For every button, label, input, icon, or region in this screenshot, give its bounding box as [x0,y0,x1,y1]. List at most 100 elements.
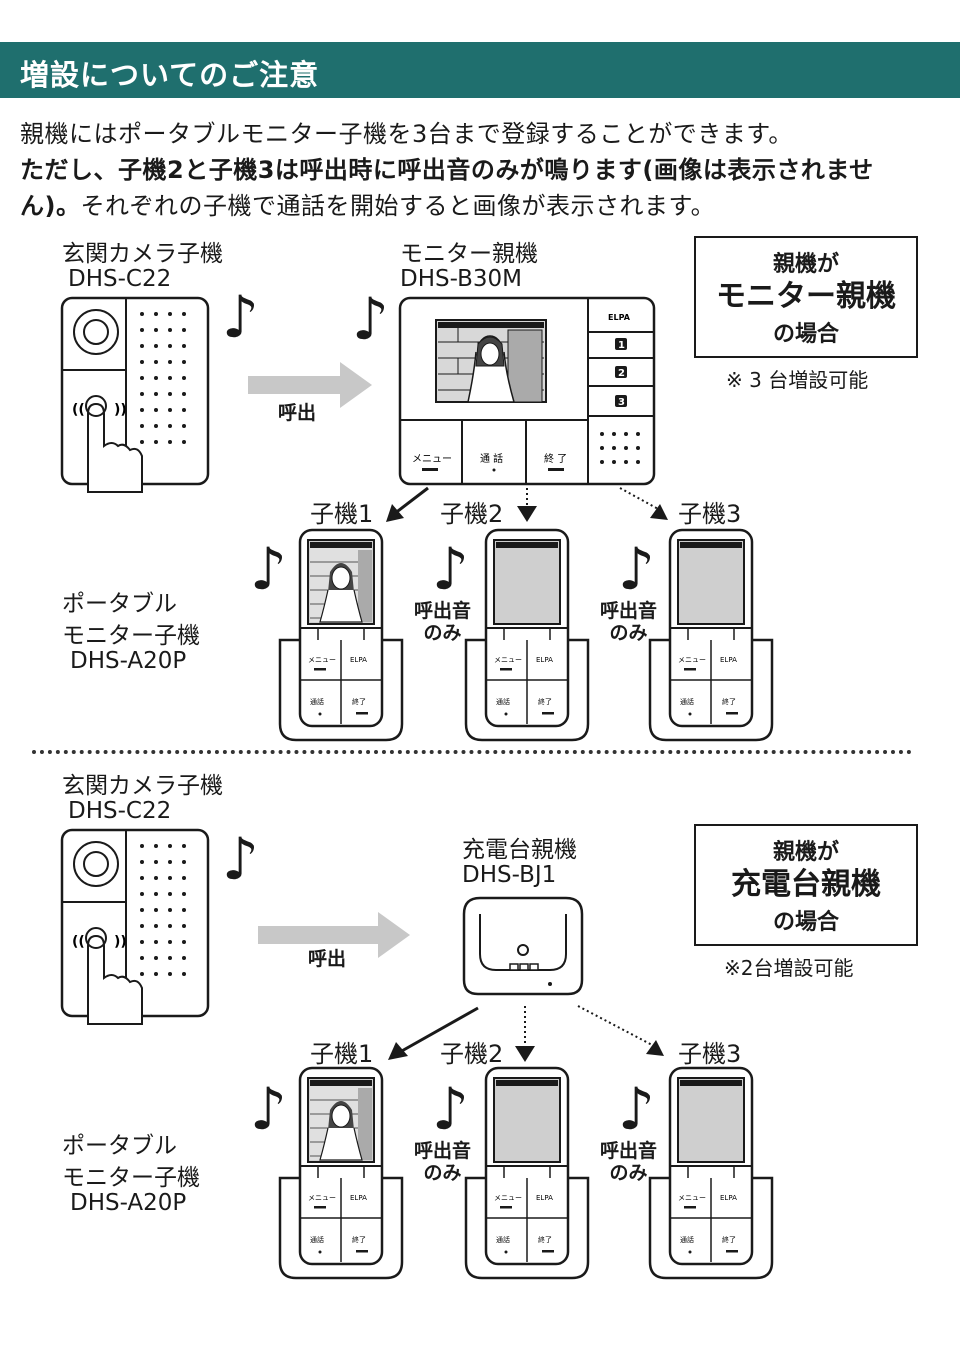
s1-parent-button-3[interactable]: 3 [618,397,625,408]
s1-call-label: 呼出 [278,402,317,424]
intro-line-2: ただし、子機2と子機3は呼出時に呼出音のみが鳴ります(画像は表示されませ [20,156,874,184]
intro-line-3-rest: それぞれの子機で通話を開始すると画像が表示されます。 [80,192,716,220]
s2-handset-1-label: 子機1 [310,1040,374,1068]
s2-portable-label-3: DHS-A20P [70,1190,187,1216]
s2-handset-3-talk-key[interactable]: 通話 [680,1235,694,1244]
s1-parent-menu-key[interactable]: メニュー [412,454,452,465]
s1-handset-1-menu-key[interactable]: メニュー [308,656,336,664]
s1-portable-label-2: モニター子機 [62,623,200,649]
s2-note-sub: ※2台増設可能 [724,956,854,980]
s2-handset-2-label: 子機2 [440,1040,504,1068]
s2-camera-model: DHS-C22 [68,798,172,824]
s1-note-sub: ※ 3 台増設可能 [726,368,869,392]
s1-handset-2-menu-key[interactable]: メニュー [494,656,522,664]
s1-handset-1-music-note-icon: ♪ [250,535,288,603]
s1-camera-music-note-icon: ♪ [222,283,260,351]
s2-portable-label-2: モニター子機 [62,1165,200,1191]
s2-handset-3-music-note-icon: ♪ [618,1075,656,1143]
s1-handset-1-brand-label: ELPA [350,656,367,664]
s1-parent-music-note-icon: ♪ [352,285,390,353]
s2-handset-2: メニュー ELPA 通話 終了 [464,1066,590,1280]
intro-line-1: 親機にはポータブルモニター子機を3台まで登録することができます。 [20,120,793,148]
s1-parent-model: DHS-B30M [400,266,522,292]
s2-handset-2-music-note-icon: ♪ [432,1075,470,1143]
s1-ring-only-2-line1: 呼出音 [414,600,472,622]
s1-handset-3-brand-label: ELPA [720,656,737,664]
s1-ring-only-2-line2: のみ [423,622,462,644]
s1-handset-1-label: 子機1 [310,500,374,528]
s2-note-line-2: 充電台親機 [731,867,881,902]
s2-handset-1-end-key[interactable]: 終了 [352,1235,366,1244]
section-divider [32,750,912,754]
s1-parent-button-1[interactable]: 1 [618,340,625,351]
s1-camera-model: DHS-C22 [68,266,172,292]
s2-parent-label: 充電台親機 [462,837,577,863]
s1-ring-only-3-line1: 呼出音 [600,600,658,622]
s2-ring-only-3: 呼出音のみ [600,1140,657,1184]
s2-handset-3: メニュー ELPA 通話 終了 [648,1066,774,1280]
intro-line-3: ん)。それぞれの子機で通話を開始すると画像が表示されます。 [20,186,715,221]
s2-note-line-1: 親機が [772,840,839,865]
s1-note-line-2: モニター親機 [716,279,896,314]
s1-note-line-1: 親機が [772,252,839,277]
s2-ring-only-2-line1: 呼出音 [414,1140,472,1162]
s2-handset-2-brand-label: ELPA [536,1194,553,1202]
s1-call-arrow-icon [248,362,372,408]
s1-handset-2-talk-key[interactable]: 通話 [496,697,510,706]
header-bar [0,42,960,98]
s2-handset-1-music-note-icon: ♪ [250,1075,288,1143]
s1-portable-label-3: DHS-A20P [70,648,187,674]
svg-text:)): )) [114,402,127,418]
s2-handset-1: メニュー ELPA 通話 終了 [278,1066,404,1280]
s2-handset-2-talk-key[interactable]: 通話 [496,1235,510,1244]
s1-connection-arrows [386,486,668,522]
s2-note-line-3: の場合 [772,910,839,935]
s2-handset-2-menu-key[interactable]: メニュー [494,1194,522,1202]
s2-call-arrow-icon [258,912,410,958]
s2-camera-label: 玄関カメラ子機 [62,773,223,799]
s1-handset-2-music-note-icon: ♪ [432,535,470,603]
s2-handset-3-menu-key[interactable]: メニュー [678,1194,706,1202]
s1-parent-label: モニター親機 [400,241,538,267]
s1-handset-3-label: 子機3 [678,500,742,528]
page-title: 増設についてのご注意 [20,58,320,92]
s1-parent-button-2[interactable]: 2 [618,368,625,379]
svg-text:)): )) [114,934,127,950]
s1-camera-label: 玄関カメラ子機 [62,241,223,267]
s1-note-box: 親機が モニター親機 の場合 [694,236,918,358]
s2-handset-2-end-key[interactable]: 終了 [538,1235,552,1244]
s1-handset-3-end-key[interactable]: 終了 [722,697,736,706]
s2-ring-only-2-line2: のみ [423,1162,462,1184]
intro-line-3-bold: ん)。 [20,192,81,220]
s2-ring-only-3-line2: のみ [609,1162,648,1184]
s1-handset-3: メニュー ELPA 通話 終了 [648,528,774,742]
s1-parent-monitor: ELPA 1 2 3 メニュー 通 話 終 了 [398,296,656,486]
s2-handset-1-brand-label: ELPA [350,1194,367,1202]
s1-handset-2-label: 子機2 [440,500,504,528]
s2-ring-only-3-line1: 呼出音 [600,1140,658,1162]
s1-note-line-3: の場合 [772,322,839,347]
svg-text:((: (( [72,402,85,418]
s1-handset-1: メニュー ELPA 通話 終了 [278,528,404,742]
s1-parent-end-key[interactable]: 終 了 [544,452,567,465]
s1-handset-3-menu-key[interactable]: メニュー [678,656,706,664]
s1-parent-talk-key[interactable]: 通 話 [480,452,503,465]
s2-handset-1-menu-key[interactable]: メニュー [308,1194,336,1202]
s1-parent-brand: ELPA [608,313,631,322]
s2-handset-1-talk-key[interactable]: 通話 [310,1235,324,1244]
s2-note-box: 親機が 充電台親機 の場合 [694,824,918,946]
s1-handset-2-end-key[interactable]: 終了 [538,697,552,706]
s1-ring-only-3-line2: のみ [609,622,648,644]
s1-handset-2-brand-label: ELPA [536,656,553,664]
s2-camera-music-note-icon: ♪ [222,825,260,893]
s2-portable-label-1: ポータブル [62,1133,177,1159]
s2-handset-3-brand-label: ELPA [720,1194,737,1202]
s1-ring-only-2: 呼出音のみ [414,600,471,644]
s1-handset-1-talk-key[interactable]: 通話 [310,697,324,706]
s2-ring-only-2: 呼出音のみ [414,1140,471,1184]
s2-handset-3-end-key[interactable]: 終了 [722,1235,736,1244]
s2-door-camera: (( )) [60,828,210,1025]
s1-handset-3-talk-key[interactable]: 通話 [680,697,694,706]
s1-handset-1-end-key[interactable]: 終了 [352,697,366,706]
